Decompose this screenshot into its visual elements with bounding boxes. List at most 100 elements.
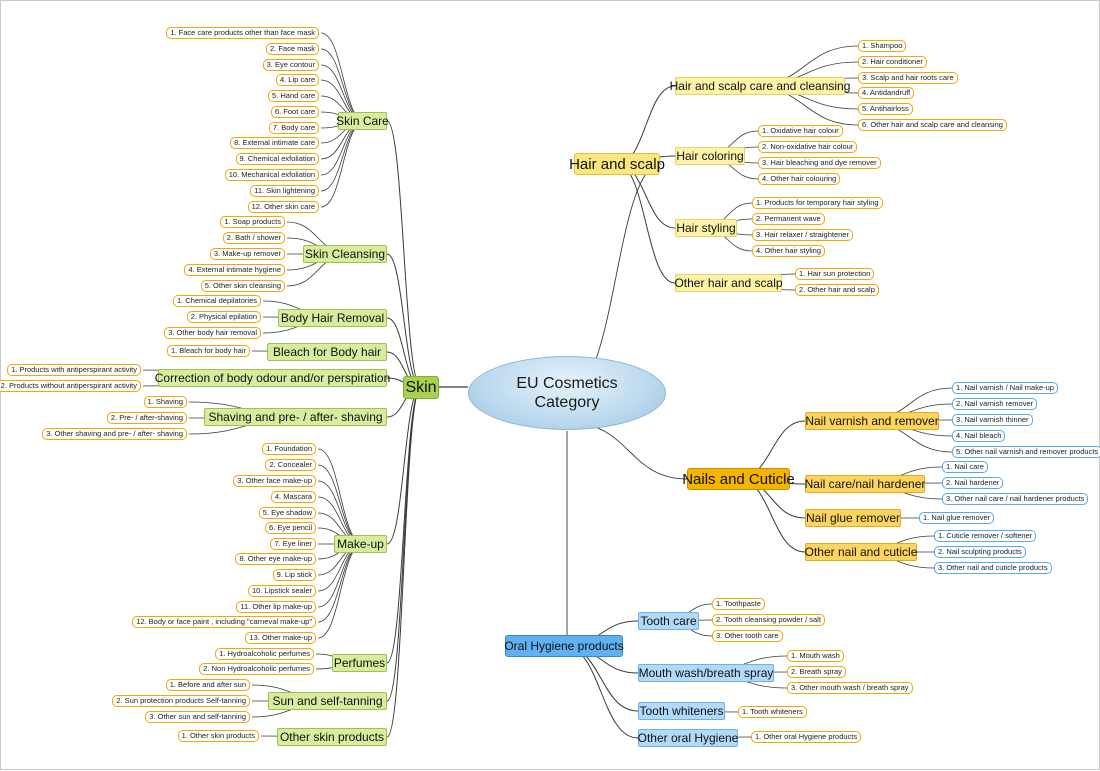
leaf-item[interactable]: 2. Nail hardener (942, 477, 1004, 489)
leaf-item[interactable]: 2. Nail varnish remover (952, 398, 1038, 410)
leaf-item[interactable]: 1. Bleach for body hair (166, 345, 250, 357)
leaf-item[interactable]: 3. Other shaving and pre- / after- shavi… (42, 428, 187, 440)
leaf-item[interactable]: 4. Antidandruff (858, 87, 915, 99)
leaf-item[interactable]: 1. Nail varnish / Nail make-up (952, 382, 1058, 394)
subtopic-hair-coloring[interactable]: Hair coloring (675, 147, 745, 165)
leaf-item[interactable]: 3. Other nail care / nail hardener produ… (942, 493, 1089, 505)
leaf-item[interactable]: 11. Skin lightening (250, 185, 319, 197)
leaf-item[interactable]: 3. Hair relaxer / straightener (752, 229, 853, 241)
leaf-item[interactable]: 1. Cuticle remover / softener (934, 530, 1037, 542)
leaf-item[interactable]: 1. Toothpaste (712, 598, 765, 610)
leaf-item[interactable]: 8. External intimate care (230, 137, 319, 149)
leaf-item[interactable]: 12. Body or face paint , including "carn… (132, 616, 316, 628)
leaf-item[interactable]: 1. Chemical depilatories (172, 295, 261, 307)
leaf-item[interactable]: 2. Tooth cleansing powder / salt (712, 614, 825, 626)
leaf-item[interactable]: 2. Breath spray (787, 666, 846, 678)
subtopic-bleach-for-body-hair[interactable]: Bleach for Body hair (267, 343, 387, 361)
leaf-item[interactable]: 3. Eye contour (262, 59, 319, 71)
leaf-item[interactable]: 3. Other tooth care (712, 630, 783, 642)
subtopic-other-oral-hygiene[interactable]: Other oral Hygiene (637, 729, 739, 747)
leaf-item[interactable]: 1. Nail care (942, 461, 988, 473)
leaf-item[interactable]: 3. Other face make-up (233, 475, 316, 487)
leaf-item[interactable]: 4. Other hair styling (752, 245, 826, 257)
leaf-item[interactable]: 2. Sun protection products Self-tanning (112, 695, 250, 707)
leaf-item[interactable]: 1. Face care products other than face ma… (166, 27, 319, 39)
topic-skin[interactable]: Skin (403, 376, 439, 399)
subtopic-perfumes[interactable]: Perfumes (332, 654, 387, 672)
leaf-item[interactable]: 2. Physical epilation (186, 311, 261, 323)
leaf-item[interactable]: 13. Other make-up (245, 632, 316, 644)
leaf-item[interactable]: 2. Hair conditioner (858, 56, 927, 68)
subtopic-correction-of-body-odour-and-or-perspiration[interactable]: Correction of body odour and/or perspira… (154, 369, 391, 387)
leaf-item[interactable]: 2. Concealer (265, 459, 316, 471)
leaf-item[interactable]: 2. Products without antiperspirant activ… (0, 380, 141, 392)
central-topic[interactable]: EU Cosmetics Category (468, 356, 666, 430)
subtopic-hair-and-scalp-care-and-cleansing[interactable]: Hair and scalp care and cleansing (669, 77, 851, 95)
leaf-item[interactable]: 7. Eye liner (270, 538, 316, 550)
topic-oral-hygiene[interactable]: Oral Hygiene products (504, 635, 624, 657)
leaf-item[interactable]: 5. Antihairloss (858, 103, 913, 115)
leaf-item[interactable]: 3. Other mouth wash / breath spray (787, 682, 913, 694)
leaf-item[interactable]: 11. Other lip make-up (236, 601, 316, 613)
leaf-item[interactable]: 2. Permanent wave (752, 213, 825, 225)
leaf-item[interactable]: 1. Mouth wash (787, 650, 844, 662)
subtopic-other-skin-products[interactable]: Other skin products (277, 728, 387, 746)
leaf-item[interactable]: 10. Lipstick sealer (247, 585, 316, 597)
leaf-item[interactable]: 3. Hair bleaching and dye remover (758, 157, 881, 169)
leaf-item[interactable]: 6. Foot care (270, 106, 319, 118)
leaf-item[interactable]: 1. Nail glue remover (919, 512, 995, 524)
leaf-item[interactable]: 1. Hydroalcoholic perfumes (215, 648, 314, 660)
leaf-item[interactable]: 3. Other nail and cuticle products (934, 562, 1052, 574)
leaf-item[interactable]: 9. Chemical exfoliation (235, 153, 319, 165)
leaf-item[interactable]: 2. Bath / shower (222, 232, 285, 244)
leaf-item[interactable]: 1. Shaving (143, 396, 187, 408)
leaf-item[interactable]: 4. Nail bleach (952, 430, 1006, 442)
topic-nails-and-cuticle[interactable]: Nails and Cuticle (682, 468, 795, 490)
leaf-item[interactable]: 10. Mechanical exfoliation (224, 169, 319, 181)
subtopic-mouth-wash-breath-spray[interactable]: Mouth wash/breath spray (638, 664, 774, 682)
subtopic-skin-care[interactable]: Skin Care (336, 112, 389, 130)
leaf-item[interactable]: 1. Hair sun protection (795, 268, 875, 280)
subtopic-shaving-and-pre-after-shaving[interactable]: Shaving and pre- / after- shaving (204, 408, 387, 426)
leaf-item[interactable]: 9. Lip stick (272, 569, 316, 581)
subtopic-make-up[interactable]: Make-up (334, 535, 387, 553)
leaf-item[interactable]: 2. Face mask (265, 43, 319, 55)
leaf-item[interactable]: 3. Scalp and hair roots care (858, 72, 958, 84)
leaf-item[interactable]: 2. Pre- / after-shaving (106, 412, 187, 424)
subtopic-nail-care-nail-hardener[interactable]: Nail care/nail hardener (804, 475, 926, 493)
leaf-item[interactable]: 1. Other oral Hygiene products (751, 731, 862, 743)
leaf-item[interactable]: 1. Foundation (262, 443, 316, 455)
subtopic-hair-styling[interactable]: Hair styling (675, 219, 737, 237)
leaf-item[interactable]: 2. Non Hydroalcoholic perfumes (199, 663, 314, 675)
leaf-item[interactable]: 1. Before and after sun (165, 679, 250, 691)
leaf-item[interactable]: 6. Other hair and scalp care and cleansi… (858, 119, 1007, 131)
leaf-item[interactable]: 3. Make-up remover (209, 248, 285, 260)
leaf-item[interactable]: 4. Mascara (270, 491, 316, 503)
leaf-item[interactable]: 1. Other skin products (177, 730, 259, 742)
leaf-item[interactable]: 1. Shampoo (858, 40, 907, 52)
leaf-item[interactable]: 1. Oxidative hair colour (758, 125, 843, 137)
leaf-item[interactable]: 12. Other skin care (247, 201, 319, 213)
leaf-item[interactable]: 2. Other hair and scalp (795, 284, 879, 296)
leaf-item[interactable]: 5. Hand care (268, 90, 319, 102)
leaf-item[interactable]: 6. Eye pencil (265, 522, 316, 534)
leaf-item[interactable]: 8. Other eye make-up (235, 553, 316, 565)
leaf-item[interactable]: 1. Products for temporary hair styling (752, 197, 883, 209)
leaf-item[interactable]: 2. Non-oxidative hair colour (758, 141, 858, 153)
subtopic-other-hair-and-scalp[interactable]: Other hair and scalp (674, 274, 783, 292)
leaf-item[interactable]: 5. Eye shadow (258, 507, 316, 519)
leaf-item[interactable]: 2. Nail sculpting products (934, 546, 1026, 558)
leaf-item[interactable]: 1. Products with antiperspirant activity (7, 364, 141, 376)
subtopic-tooth-whiteners[interactable]: Tooth whiteners (638, 702, 725, 720)
leaf-item[interactable]: 1. Tooth whiteners (738, 706, 807, 718)
leaf-item[interactable]: 5. Other skin cleansing (200, 280, 285, 292)
leaf-item[interactable]: 5. Other nail varnish and remover produc… (952, 446, 1100, 458)
leaf-item[interactable]: 4. External intimate hygiene (184, 264, 285, 276)
subtopic-skin-cleansing[interactable]: Skin Cleansing (303, 245, 387, 263)
leaf-item[interactable]: 4. Other hair colouring (758, 173, 841, 185)
leaf-item[interactable]: 3. Other body hair removal (164, 327, 261, 339)
topic-hair-and-scalp[interactable]: Hair and scalp (569, 153, 665, 175)
leaf-item[interactable]: 1. Soap products (220, 216, 285, 228)
leaf-item[interactable]: 3. Nail varnish thinner (952, 414, 1033, 426)
subtopic-tooth-care[interactable]: Tooth care (638, 612, 699, 630)
